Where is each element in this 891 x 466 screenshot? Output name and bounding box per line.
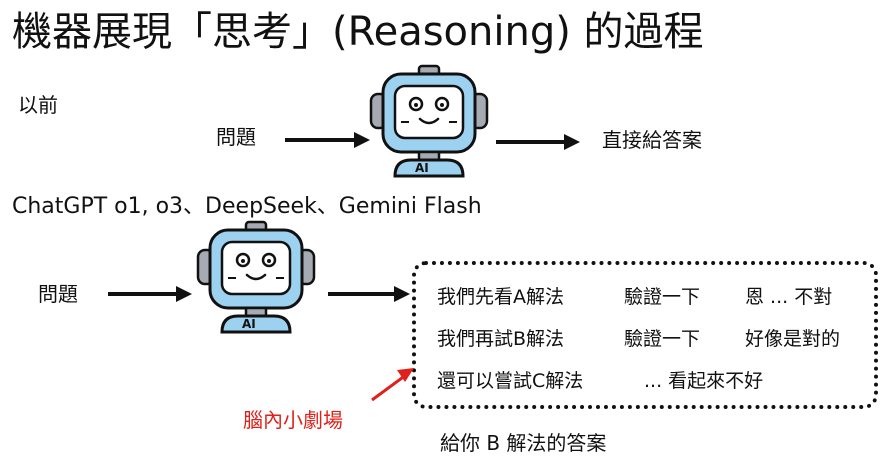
arrow-right-icon [328, 286, 410, 302]
arrow-right-icon [285, 132, 370, 148]
robot-badge-text: AI [242, 317, 256, 331]
before-question-label: 問題 [216, 125, 256, 149]
before-section-label: 以前 [18, 93, 58, 117]
robot-badge-text: AI [415, 161, 429, 175]
thought-row-2-step: 我們再試B解法 [437, 328, 565, 350]
callout-arrow-icon [371, 368, 414, 402]
thought-row-1-verify: 驗證一下 [624, 286, 701, 308]
before-answer-label: 直接給答案 [602, 128, 702, 152]
arrow-right-icon [496, 134, 580, 150]
thought-row-2-result: 好像是對的 [745, 328, 841, 350]
mind-theater-callout: 腦內小劇場 [243, 408, 343, 432]
reasoning-question-label: 問題 [38, 282, 78, 306]
thought-process-box [412, 261, 878, 409]
thought-row-1-step: 我們先看A解法 [437, 286, 564, 308]
arrow-right-icon [108, 286, 192, 302]
thought-row-2-verify: 驗證一下 [624, 328, 701, 350]
ai-robot-icon: AI [369, 64, 489, 178]
thought-row-3-result: ... 看起來不好 [644, 370, 764, 392]
models-label: ChatGPT o1, o3、DeepSeek、Gemini Flash [12, 194, 482, 219]
thought-row-3-step: 還可以嘗試C解法 [437, 370, 584, 392]
page-title: 機器展現「思考」(Reasoning) 的過程 [12, 9, 704, 55]
ai-robot-icon: AI [196, 220, 316, 334]
thought-row-1-result: 恩 ... 不對 [745, 286, 833, 308]
final-answer-label: 給你 B 解法的答案 [440, 431, 607, 455]
